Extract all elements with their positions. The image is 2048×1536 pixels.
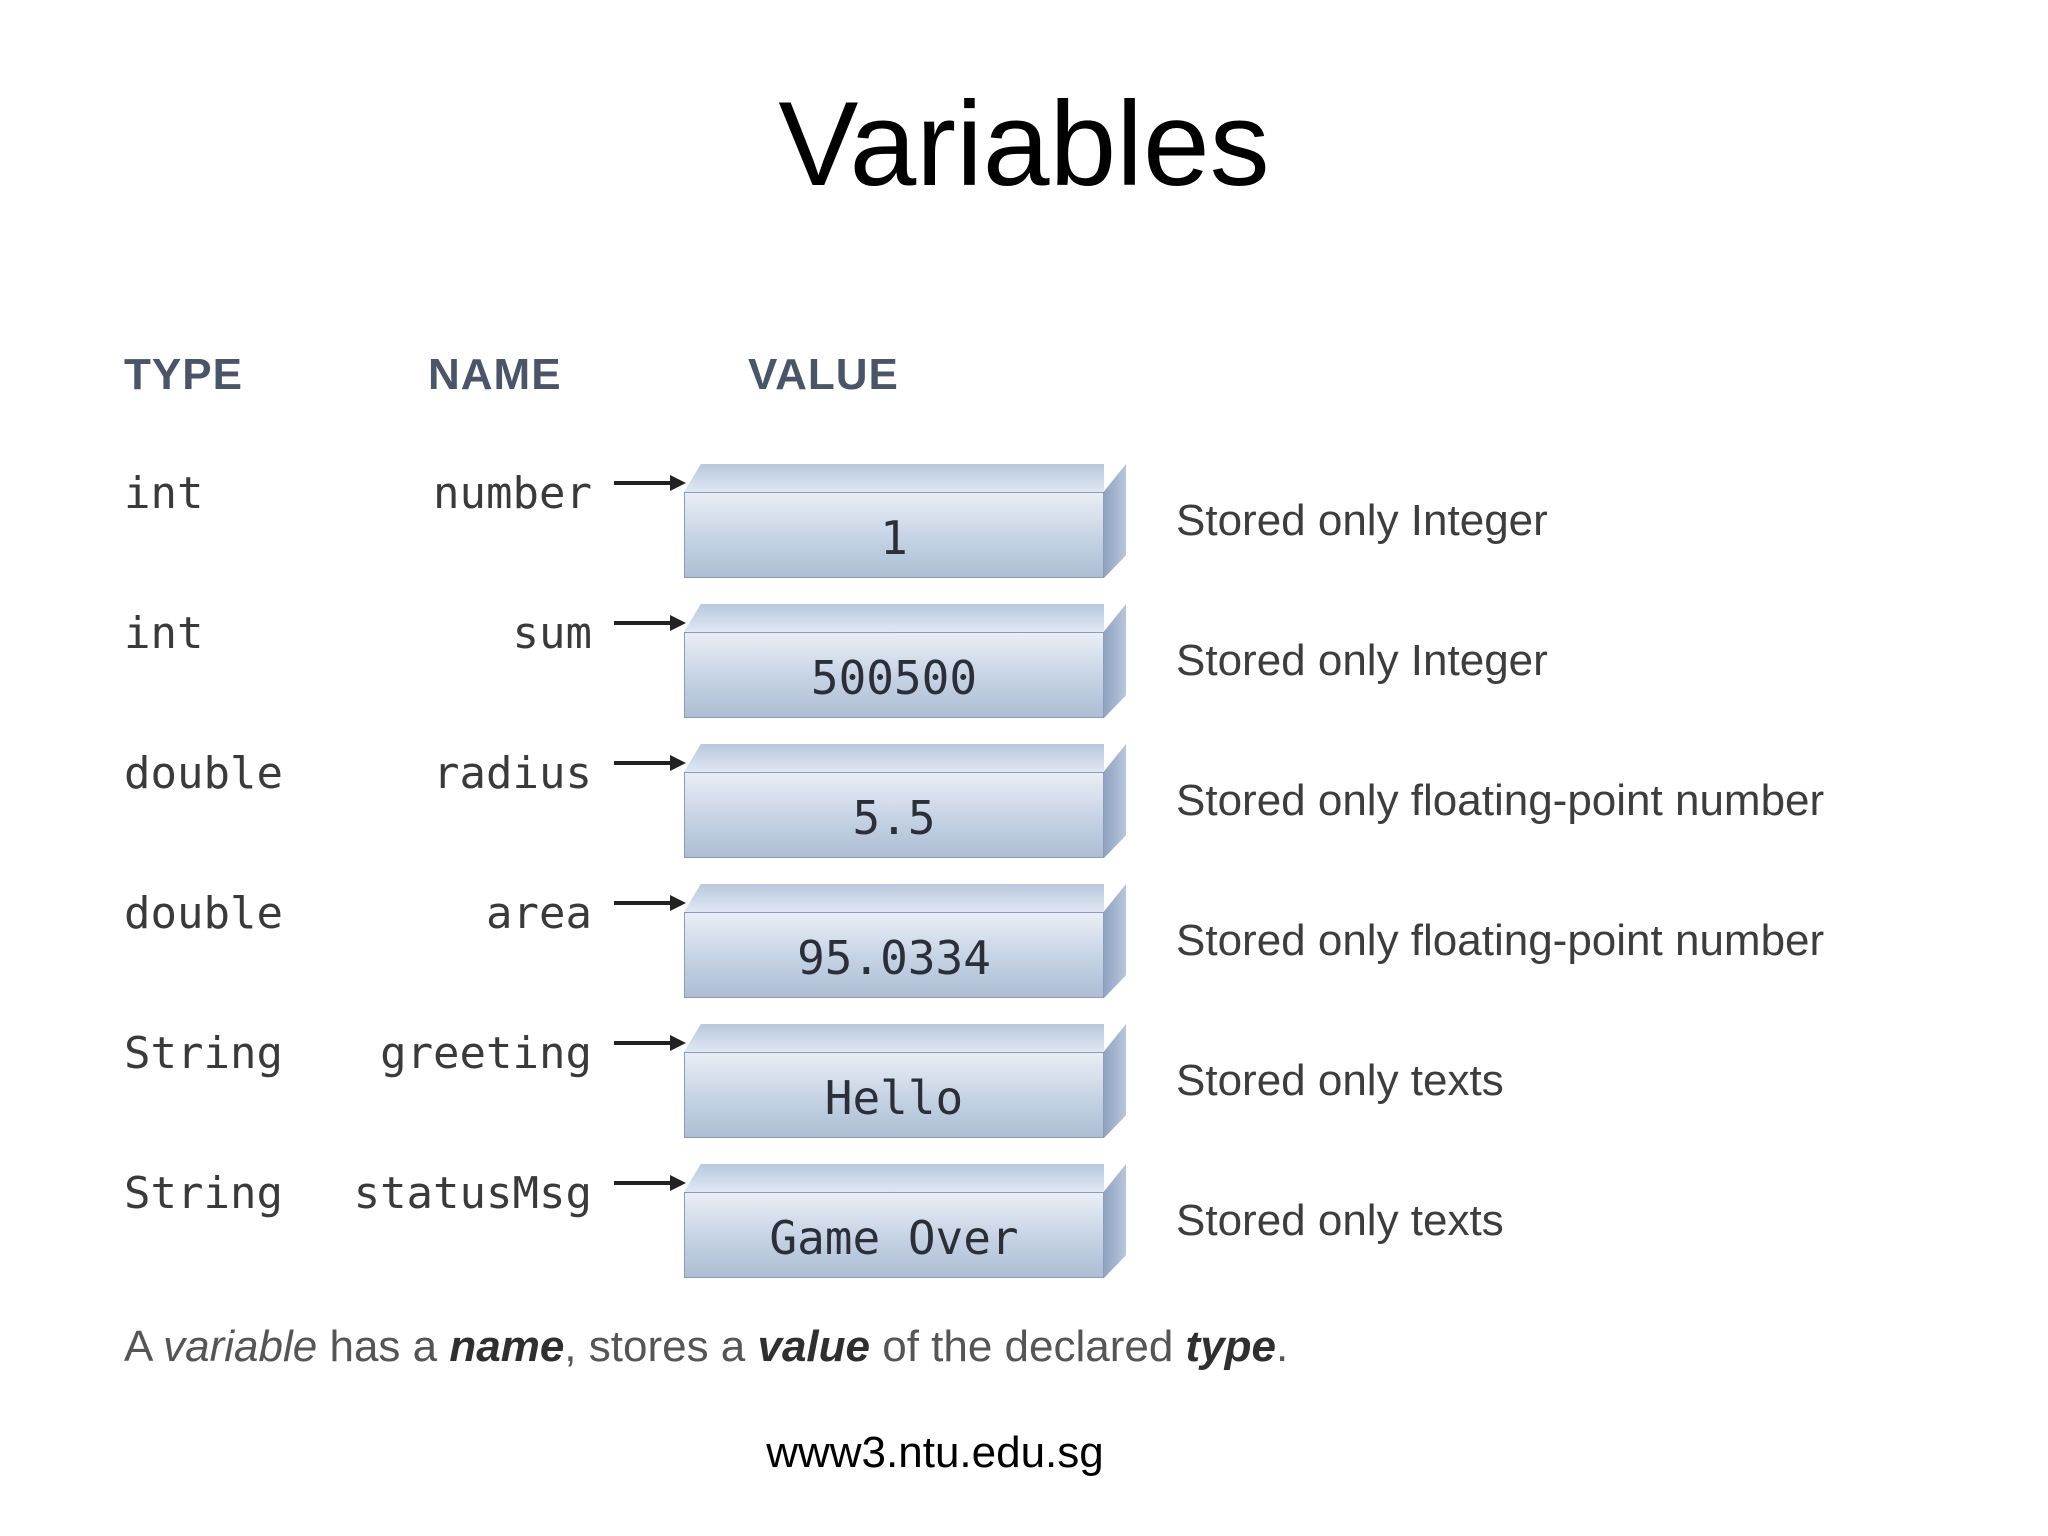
arrow-icon — [614, 1035, 686, 1051]
value-box: Hello — [684, 1052, 1104, 1138]
variable-row: int number 1 Stored only Integer — [0, 462, 2048, 602]
arrow-icon — [614, 755, 686, 771]
arrow-icon — [614, 1175, 686, 1191]
caption-text: . — [1276, 1322, 1289, 1371]
variable-type: String — [124, 1028, 283, 1079]
diagram-caption: A variable has a name, stores a value of… — [124, 1322, 1288, 1372]
variable-type: double — [124, 888, 283, 939]
variable-row: String greeting Hello Stored only texts — [0, 1022, 2048, 1162]
value-box-side — [1104, 1164, 1126, 1278]
caption-text: A — [124, 1322, 164, 1371]
variable-name: area — [486, 888, 592, 939]
arrow-icon — [614, 615, 686, 631]
value-box: Game Over — [684, 1192, 1104, 1278]
header-value: VALUE — [748, 350, 899, 399]
variable-name: statusMsg — [353, 1168, 592, 1219]
variable-name: number — [433, 468, 592, 519]
variable-name: radius — [433, 748, 592, 799]
variable-row: int sum 500500 Stored only Integer — [0, 602, 2048, 742]
value-box-side — [1104, 464, 1126, 578]
variable-value: 95.0334 — [797, 931, 991, 985]
variable-note: Stored only Integer — [1176, 636, 1548, 685]
caption-word-name: name — [449, 1322, 565, 1371]
value-box: 1 — [684, 492, 1104, 578]
variable-name: sum — [512, 608, 592, 659]
variable-value: 1 — [880, 511, 908, 565]
caption-text: , stores a — [564, 1322, 758, 1371]
caption-text: has a — [317, 1322, 450, 1371]
value-box-side — [1104, 744, 1126, 858]
value-box: 95.0334 — [684, 912, 1104, 998]
variable-name: greeting — [380, 1028, 592, 1079]
variable-type: double — [124, 748, 283, 799]
caption-word-type: type — [1185, 1322, 1277, 1371]
variable-note: Stored only texts — [1176, 1196, 1504, 1245]
source-credit: www3.ntu.edu.sg — [766, 1428, 1104, 1477]
variable-value: 5.5 — [852, 791, 936, 845]
variable-type: int — [124, 608, 204, 659]
caption-word-value: value — [757, 1322, 870, 1371]
variable-row: double area 95.0334 Stored only floating… — [0, 882, 2048, 1022]
value-box-side — [1104, 884, 1126, 998]
variable-type: int — [124, 468, 204, 519]
value-box: 5.5 — [684, 772, 1104, 858]
arrow-icon — [614, 895, 686, 911]
value-box-side — [1104, 1024, 1126, 1138]
variable-value: Hello — [824, 1071, 964, 1125]
value-box-side — [1104, 604, 1126, 718]
variable-note: Stored only floating-point number — [1176, 916, 1825, 965]
variable-row: String statusMsg Game Over Stored only t… — [0, 1162, 2048, 1302]
variable-type: String — [124, 1168, 283, 1219]
value-box: 500500 — [684, 632, 1104, 718]
variable-value: Game Over — [769, 1211, 1019, 1265]
value-box-top — [684, 884, 1104, 912]
value-box-top — [684, 464, 1104, 492]
slide-title: Variables — [778, 77, 1270, 211]
arrow-icon — [614, 475, 686, 491]
variable-note: Stored only floating-point number — [1176, 776, 1825, 825]
caption-word-variable: variable — [163, 1322, 318, 1371]
value-box-top — [684, 604, 1104, 632]
value-box-top — [684, 744, 1104, 772]
caption-text: of the declared — [870, 1322, 1186, 1371]
variable-note: Stored only texts — [1176, 1056, 1504, 1105]
variable-row: double radius 5.5 Stored only floating-p… — [0, 742, 2048, 882]
variable-value: 500500 — [810, 651, 978, 705]
variable-note: Stored only Integer — [1176, 496, 1548, 545]
header-name: NAME — [428, 350, 562, 399]
value-box-top — [684, 1024, 1104, 1052]
header-type: TYPE — [124, 350, 243, 399]
value-box-top — [684, 1164, 1104, 1192]
